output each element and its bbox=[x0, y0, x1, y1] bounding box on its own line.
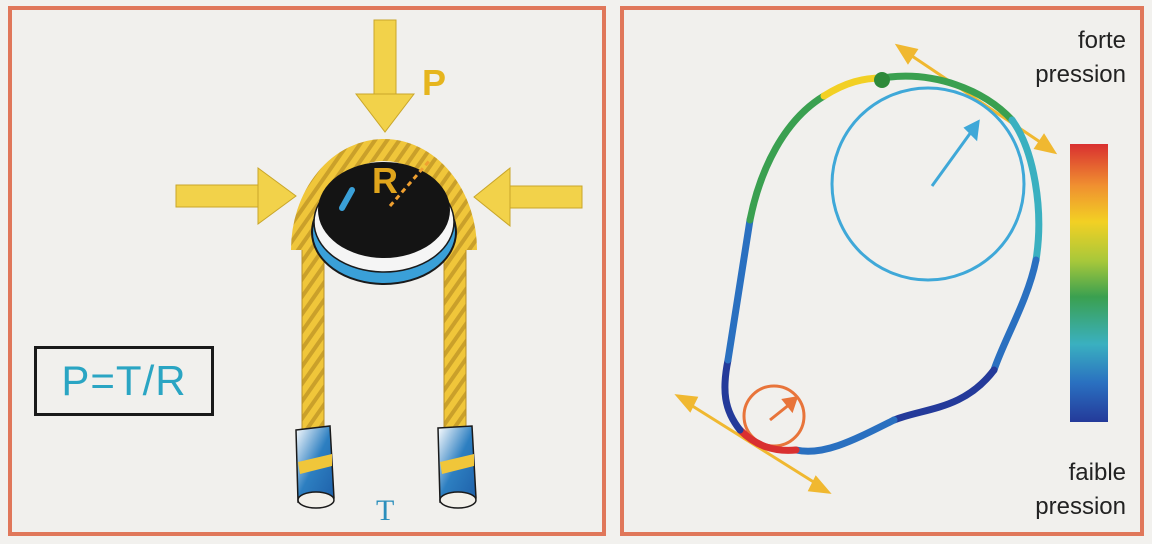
tube-end-right bbox=[438, 426, 476, 508]
large-radius-arrow bbox=[932, 122, 978, 186]
tube-end-left bbox=[296, 426, 334, 508]
laplace-formula: P=T/R bbox=[61, 357, 186, 405]
pressure-arrow-right bbox=[474, 168, 582, 226]
legend-low: faible pression bbox=[1035, 456, 1126, 524]
legend-high-line2: pression bbox=[1035, 58, 1126, 92]
pressure-map-panel: forte pression faible pression bbox=[620, 6, 1144, 536]
legend-low-line1: faible bbox=[1035, 456, 1126, 490]
radius-label: R bbox=[372, 160, 398, 202]
vessel-contour bbox=[725, 72, 1039, 451]
legend-high-line1: forte bbox=[1035, 24, 1126, 58]
legend-high: forte pression bbox=[1035, 24, 1126, 92]
formula-box: P=T/R bbox=[34, 346, 214, 416]
small-radius-arrow bbox=[770, 398, 796, 420]
laplace-diagram-panel: P R T P=T/R bbox=[8, 6, 606, 536]
tension-label: T bbox=[376, 494, 394, 528]
laplace-diagram bbox=[12, 10, 602, 532]
pressure-arrow-top bbox=[356, 20, 414, 132]
legend-low-line2: pression bbox=[1035, 490, 1126, 524]
pressure-arrow-left bbox=[176, 168, 296, 224]
pressure-color-scale bbox=[1070, 144, 1108, 422]
pressure-label: P bbox=[422, 62, 446, 104]
large-curvature-circle bbox=[832, 88, 1024, 280]
